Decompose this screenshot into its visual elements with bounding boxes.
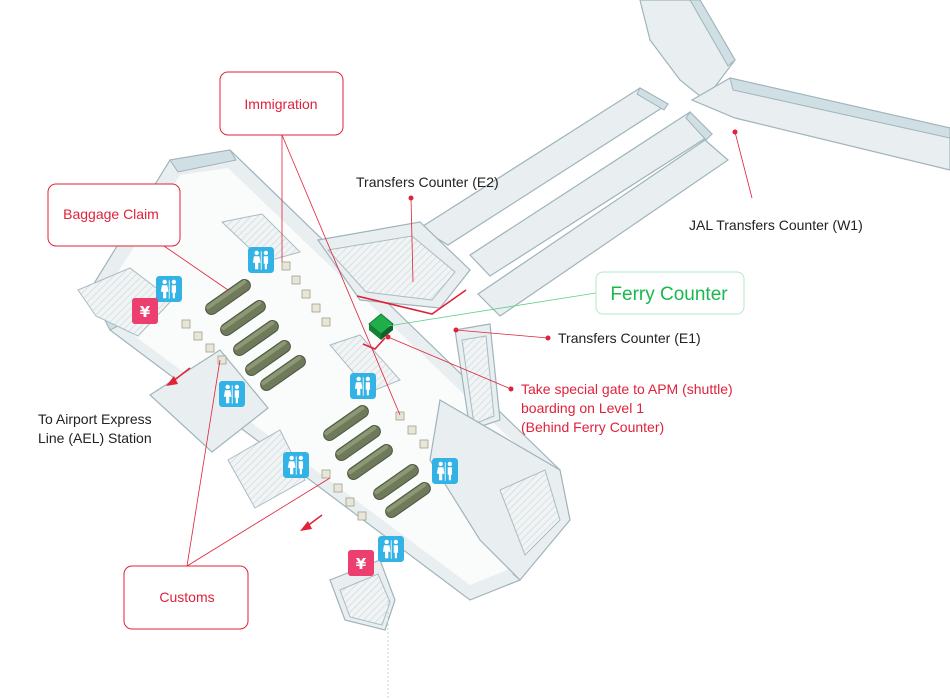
ael-station-label: To Airport Express Line (AEL) Station	[38, 411, 152, 446]
transfers-counter-e1-label: Transfers Counter (E1)	[558, 330, 701, 346]
svg-text:(Behind Ferry Counter): (Behind Ferry Counter)	[521, 419, 664, 435]
apm-instruction-label: Take special gate to APM (shuttle) board…	[521, 381, 733, 435]
baggage-belt	[385, 482, 431, 518]
restroom-icon	[248, 247, 274, 273]
restroom-icon	[350, 373, 376, 399]
restroom-icon	[283, 452, 309, 478]
ferry-counter-marker	[368, 313, 394, 340]
baggage-belt	[260, 355, 306, 391]
restroom-icon	[432, 458, 458, 484]
svg-text:¥: ¥	[140, 303, 151, 321]
svg-text:Immigration: Immigration	[244, 96, 317, 112]
northeast-pier	[418, 0, 950, 317]
baggage-belt	[323, 405, 369, 441]
east-wing	[316, 221, 571, 581]
leader-lines	[163, 129, 753, 699]
svg-text:¥: ¥	[356, 555, 367, 573]
baggage-belt	[373, 464, 419, 500]
immigration-label: Immigration	[219, 71, 344, 136]
transfer-route	[356, 289, 467, 350]
terminal-building	[77, 0, 950, 631]
jal-transfers-counter-w1-label: JAL Transfers Counter (W1)	[689, 217, 863, 233]
svg-text:Take special gate to APM (shut: Take special gate to APM (shuttle)	[521, 381, 733, 397]
yen-icon: ¥	[132, 298, 158, 324]
svg-text:Customs: Customs	[159, 589, 214, 605]
currency-exchange-icons: ¥ ¥	[132, 298, 374, 576]
restroom-icon	[378, 536, 404, 562]
baggage-belt	[347, 444, 393, 480]
baggage-belt	[220, 300, 266, 336]
baggage-belts	[205, 279, 431, 518]
baggage-belt	[335, 425, 381, 461]
baggage-claim-label: Baggage Claim	[47, 183, 181, 247]
svg-text:boarding on Level 1: boarding on Level 1	[521, 400, 644, 416]
svg-text:Line (AEL) Station: Line (AEL) Station	[38, 430, 152, 446]
customs-label: Customs	[123, 565, 249, 630]
baggage-belt	[233, 320, 279, 356]
baggage-belt	[205, 279, 251, 315]
transfers-counter-e2-label: Transfers Counter (E2)	[356, 174, 499, 190]
ferry-counter-label: Ferry Counter	[595, 271, 745, 315]
restroom-icon	[156, 276, 182, 302]
direction-arrows	[166, 367, 323, 531]
baggage-belt	[245, 340, 291, 376]
restroom-icon	[219, 381, 245, 407]
svg-text:To Airport Express: To Airport Express	[38, 411, 152, 427]
yen-icon: ¥	[348, 550, 374, 576]
svg-text:Baggage Claim: Baggage Claim	[63, 206, 159, 222]
svg-text:Ferry Counter: Ferry Counter	[610, 284, 728, 305]
service-kiosks	[181, 261, 429, 521]
